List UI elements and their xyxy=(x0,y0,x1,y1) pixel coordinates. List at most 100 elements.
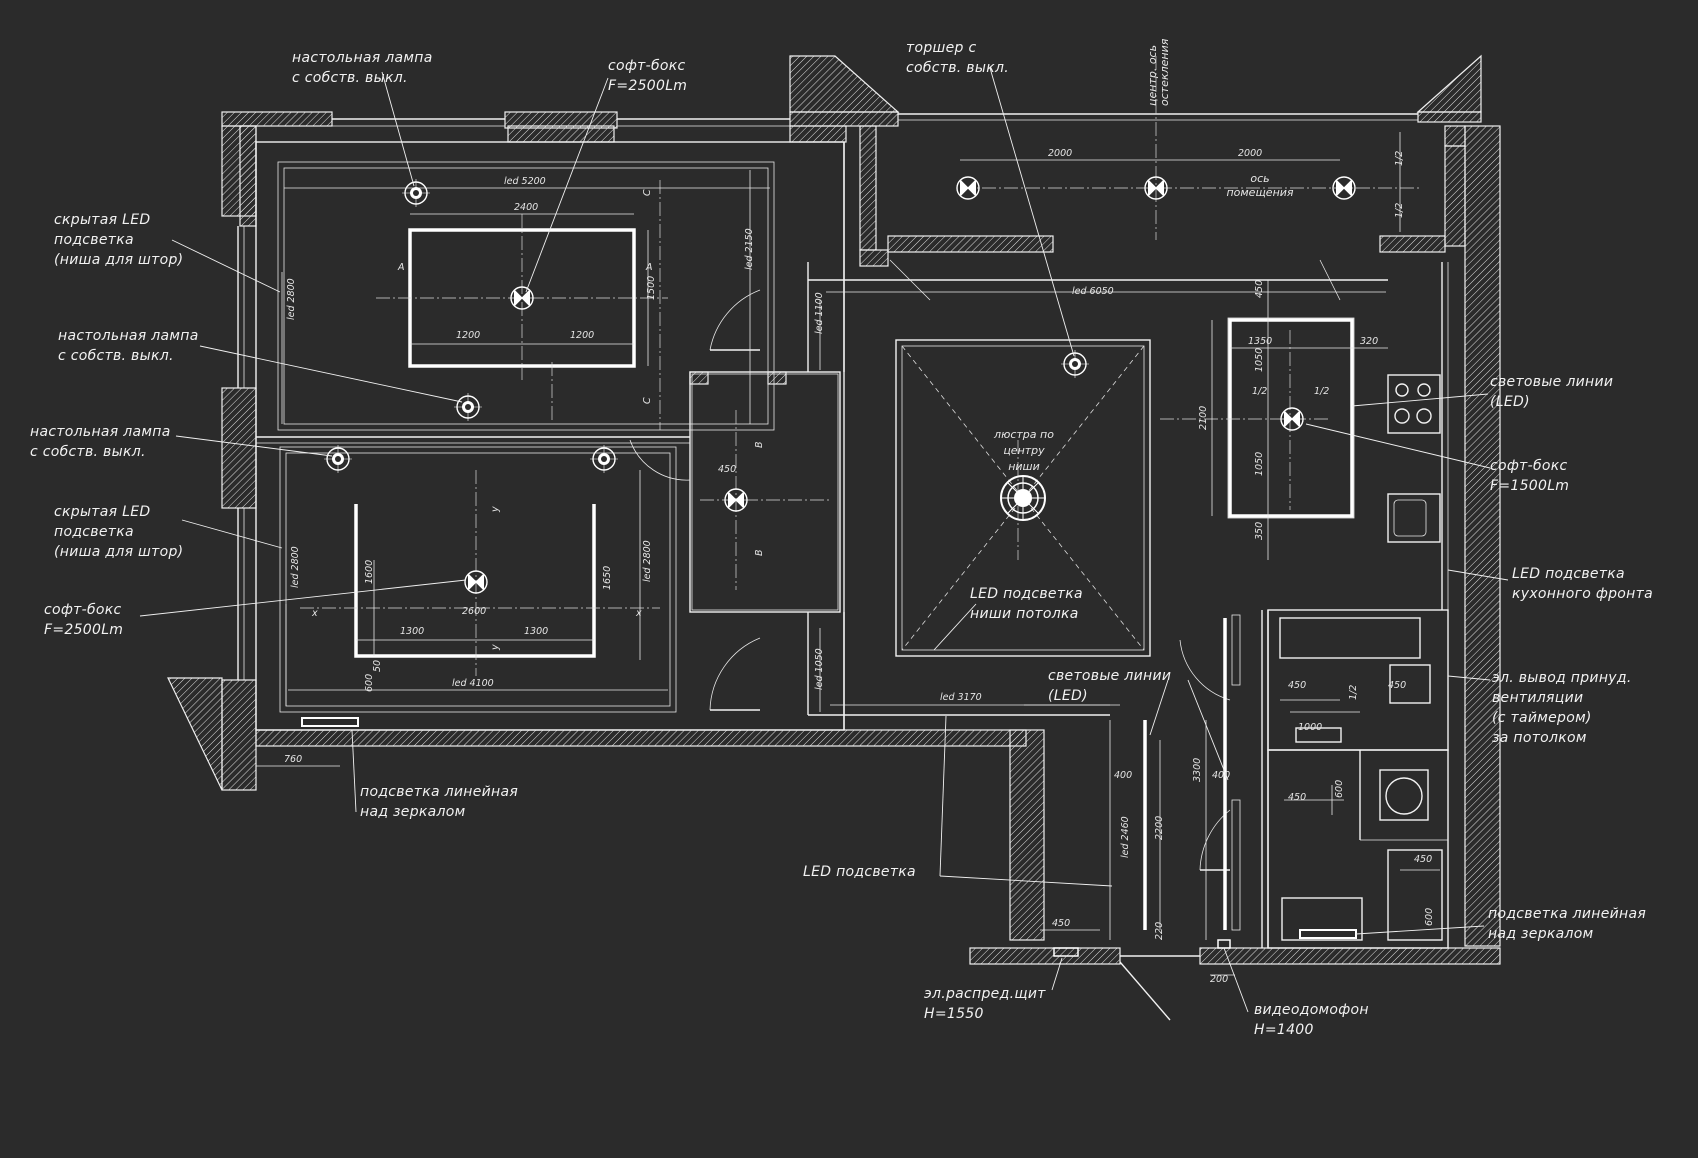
dim-1650: 1650 xyxy=(602,566,613,590)
led-strip-line-1: LED подсветка xyxy=(803,864,916,880)
dim-320: 320 xyxy=(1360,336,1378,347)
dim-led-1100: led 1100 xyxy=(814,292,825,334)
mirror-light-1-line-1: подсветка линейная xyxy=(360,784,518,800)
desk-lamp-icon-2 xyxy=(453,392,483,422)
dim-400-a: 400 xyxy=(1114,770,1132,781)
intercom-icon xyxy=(1217,939,1231,949)
dim-axis-b-2: B xyxy=(754,549,765,556)
softbox-3-line-1: софт-бокс xyxy=(1490,458,1568,474)
exterior-walls xyxy=(167,54,1501,965)
softbox-1-line-2: F=2500Lm xyxy=(608,78,687,94)
vent-line-3: (с таймером) xyxy=(1492,710,1592,726)
dim-600-c: 600 xyxy=(1424,908,1435,926)
glazing-axis-line-1: центр. ось xyxy=(1146,45,1159,106)
dim-1050-a: 1050 xyxy=(1254,348,1265,372)
callout-mirror-light-1: подсветка линейная над зеркалом xyxy=(360,784,518,820)
callout-led-strip: LED подсветка xyxy=(803,864,916,880)
dim-1500: 1500 xyxy=(646,276,657,300)
mirror-light-1-line-2: над зеркалом xyxy=(360,804,466,820)
room-axis-line-2: помещения xyxy=(1226,186,1293,199)
hidden-led-2-line-2: подсветка xyxy=(54,524,134,540)
dimension-lines xyxy=(256,132,1440,976)
intercom-line-2: H=1400 xyxy=(1254,1022,1314,1038)
floor-lamp-icon xyxy=(1060,349,1090,379)
dim-half-2: 1/2 xyxy=(1394,203,1405,218)
mirror-light-bar-1 xyxy=(301,717,359,727)
desk-lamp-3-line-1: настольная лампа xyxy=(30,424,171,440)
room-axis-line-1: ось xyxy=(1250,172,1269,185)
light-lines-1-line-2: (LED) xyxy=(1490,394,1530,410)
floor-lamp-line-1: торшер с xyxy=(906,40,976,56)
dim-led-6050: led 6050 xyxy=(1072,286,1114,297)
mirror-light-2-line-1: подсветка линейная xyxy=(1488,906,1646,922)
hidden-led-2-line-1: скрытая LED xyxy=(54,504,150,520)
dim-450-c: 450 xyxy=(1288,680,1306,691)
dim-axis-c-2: C xyxy=(642,397,653,404)
desk-lamp-icon-4 xyxy=(589,444,619,474)
mirror-light-bar-2 xyxy=(1299,929,1357,939)
dim-3300: 3300 xyxy=(1192,758,1203,782)
desk-lamp-2-line-1: настольная лампа xyxy=(58,328,199,344)
callout-light-lines-2: световые линии(LED) xyxy=(1048,668,1171,704)
dim-led-4100: led 4100 xyxy=(452,678,494,689)
glazing-axis-line-2: остекления xyxy=(1158,38,1171,106)
dim-400-b: 400 xyxy=(1212,770,1230,781)
dim-50: 50 xyxy=(372,660,383,672)
electric-panel-icon xyxy=(1053,947,1079,957)
dim-axis-y-1: y xyxy=(490,506,501,513)
hidden-led-1-line-3: (ниша для штор) xyxy=(54,252,183,268)
panel-line-2: H=1550 xyxy=(924,1006,984,1022)
dim-350: 350 xyxy=(1254,522,1265,540)
dim-2100: 2100 xyxy=(1198,406,1209,430)
dim-600-b: 600 xyxy=(1334,780,1345,798)
vent-line-2: вентиляции xyxy=(1492,690,1583,706)
dim-450-d: 450 xyxy=(1388,680,1406,691)
dim-led-2150: led 2150 xyxy=(744,228,755,270)
desk-lamp-icon-3 xyxy=(323,444,353,474)
light-lines-1-line-1: световые линии xyxy=(1490,374,1613,390)
interior-outlines xyxy=(255,141,1449,949)
dim-axis-x-2: x xyxy=(635,608,642,619)
chandelier-icon xyxy=(1000,475,1046,521)
softbox-2-line-2: F=2500Lm xyxy=(44,622,123,638)
dim-1050-b: 1050 xyxy=(1254,452,1265,476)
dim-1300-b: 1300 xyxy=(524,626,548,637)
dim-half-5: 1/2 xyxy=(1348,685,1359,700)
niche-led-line-2: ниши потолка xyxy=(970,606,1079,622)
dim-1300-a: 1300 xyxy=(400,626,424,637)
dim-2400: 2400 xyxy=(514,202,538,213)
dim-2600: 2600 xyxy=(462,606,486,617)
dim-600-a: 600 xyxy=(364,674,375,692)
desk-lamp-1-line-1: настольная лампа xyxy=(292,50,433,66)
dim-2000-b: 2000 xyxy=(1238,148,1262,159)
callout-desk-lamp-3: настольная лампа с собств. выкл. xyxy=(30,424,171,460)
dim-axis-x-1: x xyxy=(311,608,318,619)
light-lines-2-line-1: световые линии xyxy=(1048,668,1171,684)
dim-2000-a: 2000 xyxy=(1048,148,1072,159)
chandelier-line-3: ниши xyxy=(1008,460,1040,473)
vent-line-4: за потолком xyxy=(1492,730,1587,746)
dim-1200-a: 1200 xyxy=(456,330,480,341)
dim-1200-b: 1200 xyxy=(570,330,594,341)
dim-450-a: 450 xyxy=(1254,280,1265,298)
vent-line-1: эл. вывод принуд. xyxy=(1492,670,1632,686)
desk-lamp-3-line-2: с собств. выкл. xyxy=(30,444,146,460)
dim-axis-y-2: y xyxy=(490,644,501,651)
dim-1600: 1600 xyxy=(364,560,375,584)
dim-led-2460: led 2460 xyxy=(1120,816,1131,858)
callout-vent: эл. вывод принуд. вентиляции (с таймером) з… xyxy=(1492,670,1632,746)
dim-led-2800-a: led 2800 xyxy=(286,278,297,320)
softbox-1-line-1: софт-бокс xyxy=(608,58,686,74)
dim-450-f: 450 xyxy=(1414,854,1432,865)
